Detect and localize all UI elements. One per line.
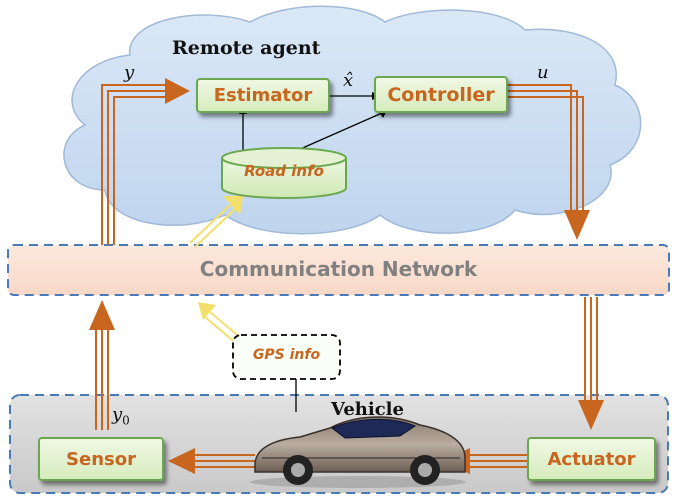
signal-xhat-label: x̂: [343, 70, 354, 91]
sensor-block: Sensor: [38, 437, 164, 481]
signal-y0-label: y0: [112, 404, 130, 428]
signal-y0-subscript: 0: [122, 413, 130, 428]
communication-network-band: [7, 244, 670, 296]
signal-y-label: y: [124, 62, 135, 83]
remote-agent-title: Remote agent: [172, 37, 321, 59]
gps-info-label: GPS info: [252, 347, 321, 363]
arrow-head-sensor-up: [89, 300, 115, 330]
signal-y0-base: y: [112, 404, 123, 425]
road-info-cylinder: [221, 147, 347, 199]
communication-network-label: Communication Network: [199, 257, 478, 281]
arrow-head-to-actuator: [578, 400, 604, 430]
actuator-label: Actuator: [547, 448, 636, 470]
gps-info-box: [232, 334, 341, 380]
thin-arrows: [242, 95, 383, 412]
vehicle-label: Vehicle: [331, 399, 404, 420]
estimator-label: Estimator: [213, 85, 313, 106]
road-info-label: Road info: [244, 162, 324, 180]
arrow-head-to-network: [564, 210, 590, 240]
car-illustration: [250, 416, 466, 488]
arrow-head-to-sensor: [168, 448, 195, 474]
signal-arrows: [95, 84, 598, 468]
remote-agent-cloud: [63, 5, 642, 235]
controller-label: Controller: [387, 83, 495, 106]
info-arrow-heads: [198, 196, 243, 320]
estimator-block: Estimator: [196, 78, 330, 113]
actuator-block: Actuator: [527, 437, 656, 481]
signal-u-label: u: [537, 62, 549, 83]
controller-block: Controller: [374, 76, 508, 113]
arrow-head-to-estimator: [165, 78, 190, 104]
sensor-label: Sensor: [66, 448, 136, 470]
